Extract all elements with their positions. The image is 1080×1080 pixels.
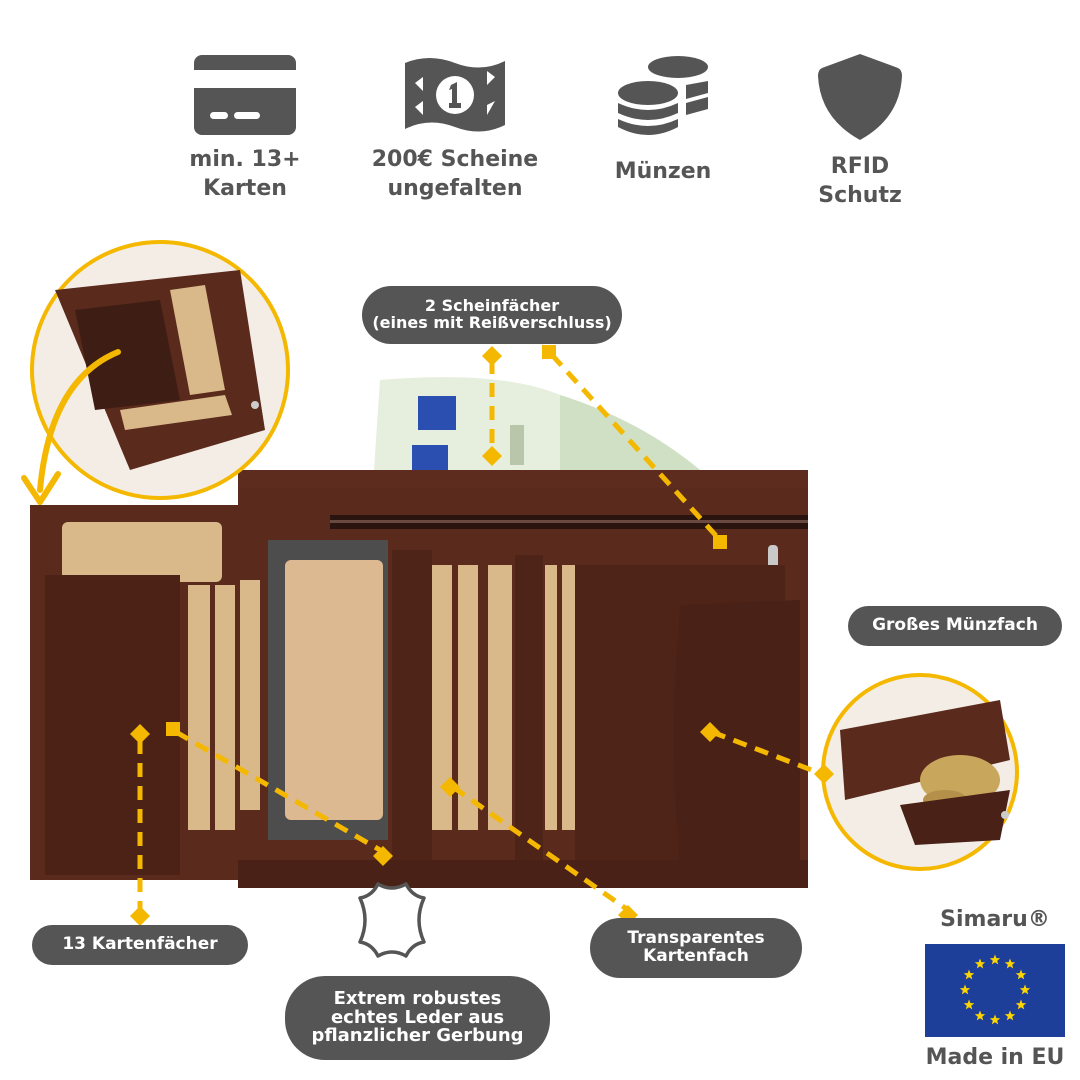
eu-star-icon bbox=[974, 1010, 986, 1021]
inset-coin-pocket bbox=[821, 673, 1019, 871]
eu-star-icon bbox=[959, 984, 971, 995]
banknote-icon bbox=[405, 58, 505, 132]
eu-star-icon bbox=[963, 999, 975, 1010]
eu-star-icon bbox=[974, 958, 986, 969]
feature-coins-label: Münzen bbox=[614, 159, 712, 184]
eu-star-icon bbox=[1019, 984, 1031, 995]
credit-card-icon bbox=[194, 55, 296, 135]
eu-flag-icon bbox=[925, 944, 1065, 1037]
brand-name: Simaru® bbox=[940, 907, 1050, 932]
callout-card-slots: 13 Kartenfächer bbox=[32, 925, 248, 965]
eu-star-icon bbox=[963, 969, 975, 980]
feature-cards: min. 13+ Karten bbox=[145, 55, 345, 203]
feature-rfid: RFID Schutz bbox=[760, 52, 960, 210]
wallet-main bbox=[30, 470, 808, 888]
callout-transparent-slot: Transparentes Kartenfach bbox=[590, 918, 802, 978]
coins-icon bbox=[618, 56, 708, 135]
eu-star-icon bbox=[989, 954, 1001, 965]
callout-leather: Extrem robustes echtes Leder aus pflanzl… bbox=[285, 976, 550, 1060]
feature-cards-label: min. 13+ Karten bbox=[189, 147, 301, 201]
callout-coin-pocket: Großes Münzfach bbox=[848, 606, 1062, 646]
eu-star-icon bbox=[1004, 958, 1016, 969]
feature-banknotes: 200€ Scheine ungefalten bbox=[355, 55, 555, 203]
feature-banknotes-label: 200€ Scheine ungefalten bbox=[371, 147, 539, 201]
feature-coins: Münzen bbox=[563, 55, 763, 186]
made-in-eu-label: Made in EU bbox=[925, 1045, 1065, 1070]
shield-icon bbox=[818, 54, 902, 140]
inset-folded-wallet bbox=[21, 240, 290, 505]
callout-lines bbox=[137, 353, 823, 913]
eu-star-icon bbox=[1015, 999, 1027, 1010]
feature-rfid-label: RFID Schutz bbox=[818, 154, 902, 208]
eu-star-icon bbox=[989, 1014, 1001, 1025]
eu-star-icon bbox=[1004, 1010, 1016, 1021]
leather-hide-icon bbox=[358, 882, 426, 958]
eu-star-icon bbox=[1015, 969, 1027, 980]
callout-bill-compartments: 2 Scheinfächer (eines mit Reißverschluss… bbox=[362, 286, 622, 344]
